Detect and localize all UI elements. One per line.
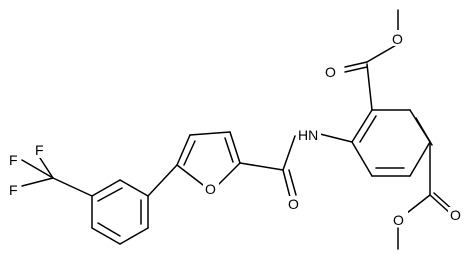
bond xyxy=(176,134,191,166)
atom-f-top: F xyxy=(35,142,44,158)
bond xyxy=(21,159,54,179)
atom-o-ester-top-carbonyl: O xyxy=(325,64,336,80)
atom-labels: O O HN O O F F F O O xyxy=(8,30,464,228)
bond xyxy=(119,227,149,245)
bond xyxy=(288,169,297,196)
bond xyxy=(351,141,373,177)
bond xyxy=(366,63,373,111)
bond xyxy=(97,222,121,237)
atom-f-left-top: F xyxy=(9,152,18,168)
atom-n-amide: HN xyxy=(298,127,318,143)
bond xyxy=(344,66,368,73)
bond xyxy=(229,131,241,164)
bond xyxy=(224,137,234,163)
bond xyxy=(91,179,121,197)
bond xyxy=(409,141,431,177)
atom-o-furan: O xyxy=(205,181,216,197)
bond xyxy=(319,133,353,143)
bond xyxy=(415,117,433,146)
bond xyxy=(344,61,368,68)
bond xyxy=(217,162,241,186)
bond xyxy=(239,162,284,171)
bond xyxy=(176,164,204,186)
bond xyxy=(52,177,93,197)
bond xyxy=(429,194,451,214)
bond xyxy=(147,164,178,197)
bond xyxy=(366,43,399,63)
bond xyxy=(91,227,121,245)
atom-o-amide: O xyxy=(288,196,299,212)
bond xyxy=(406,194,431,214)
bond xyxy=(21,177,54,187)
bond xyxy=(359,115,377,143)
bond xyxy=(189,131,231,136)
bond xyxy=(183,140,196,166)
atom-o-ester-top-ether: O xyxy=(392,31,403,47)
bond xyxy=(282,135,296,171)
bond xyxy=(351,109,373,143)
bond xyxy=(39,157,54,179)
atom-o-ester-bottom-carbonyl: O xyxy=(450,207,461,223)
bond xyxy=(282,169,291,198)
atom-o-ester-bottom-ether: O xyxy=(393,212,404,228)
bond xyxy=(119,179,149,197)
bond xyxy=(97,187,123,202)
bonds xyxy=(21,9,455,250)
atom-f-left-bottom: F xyxy=(9,182,18,198)
